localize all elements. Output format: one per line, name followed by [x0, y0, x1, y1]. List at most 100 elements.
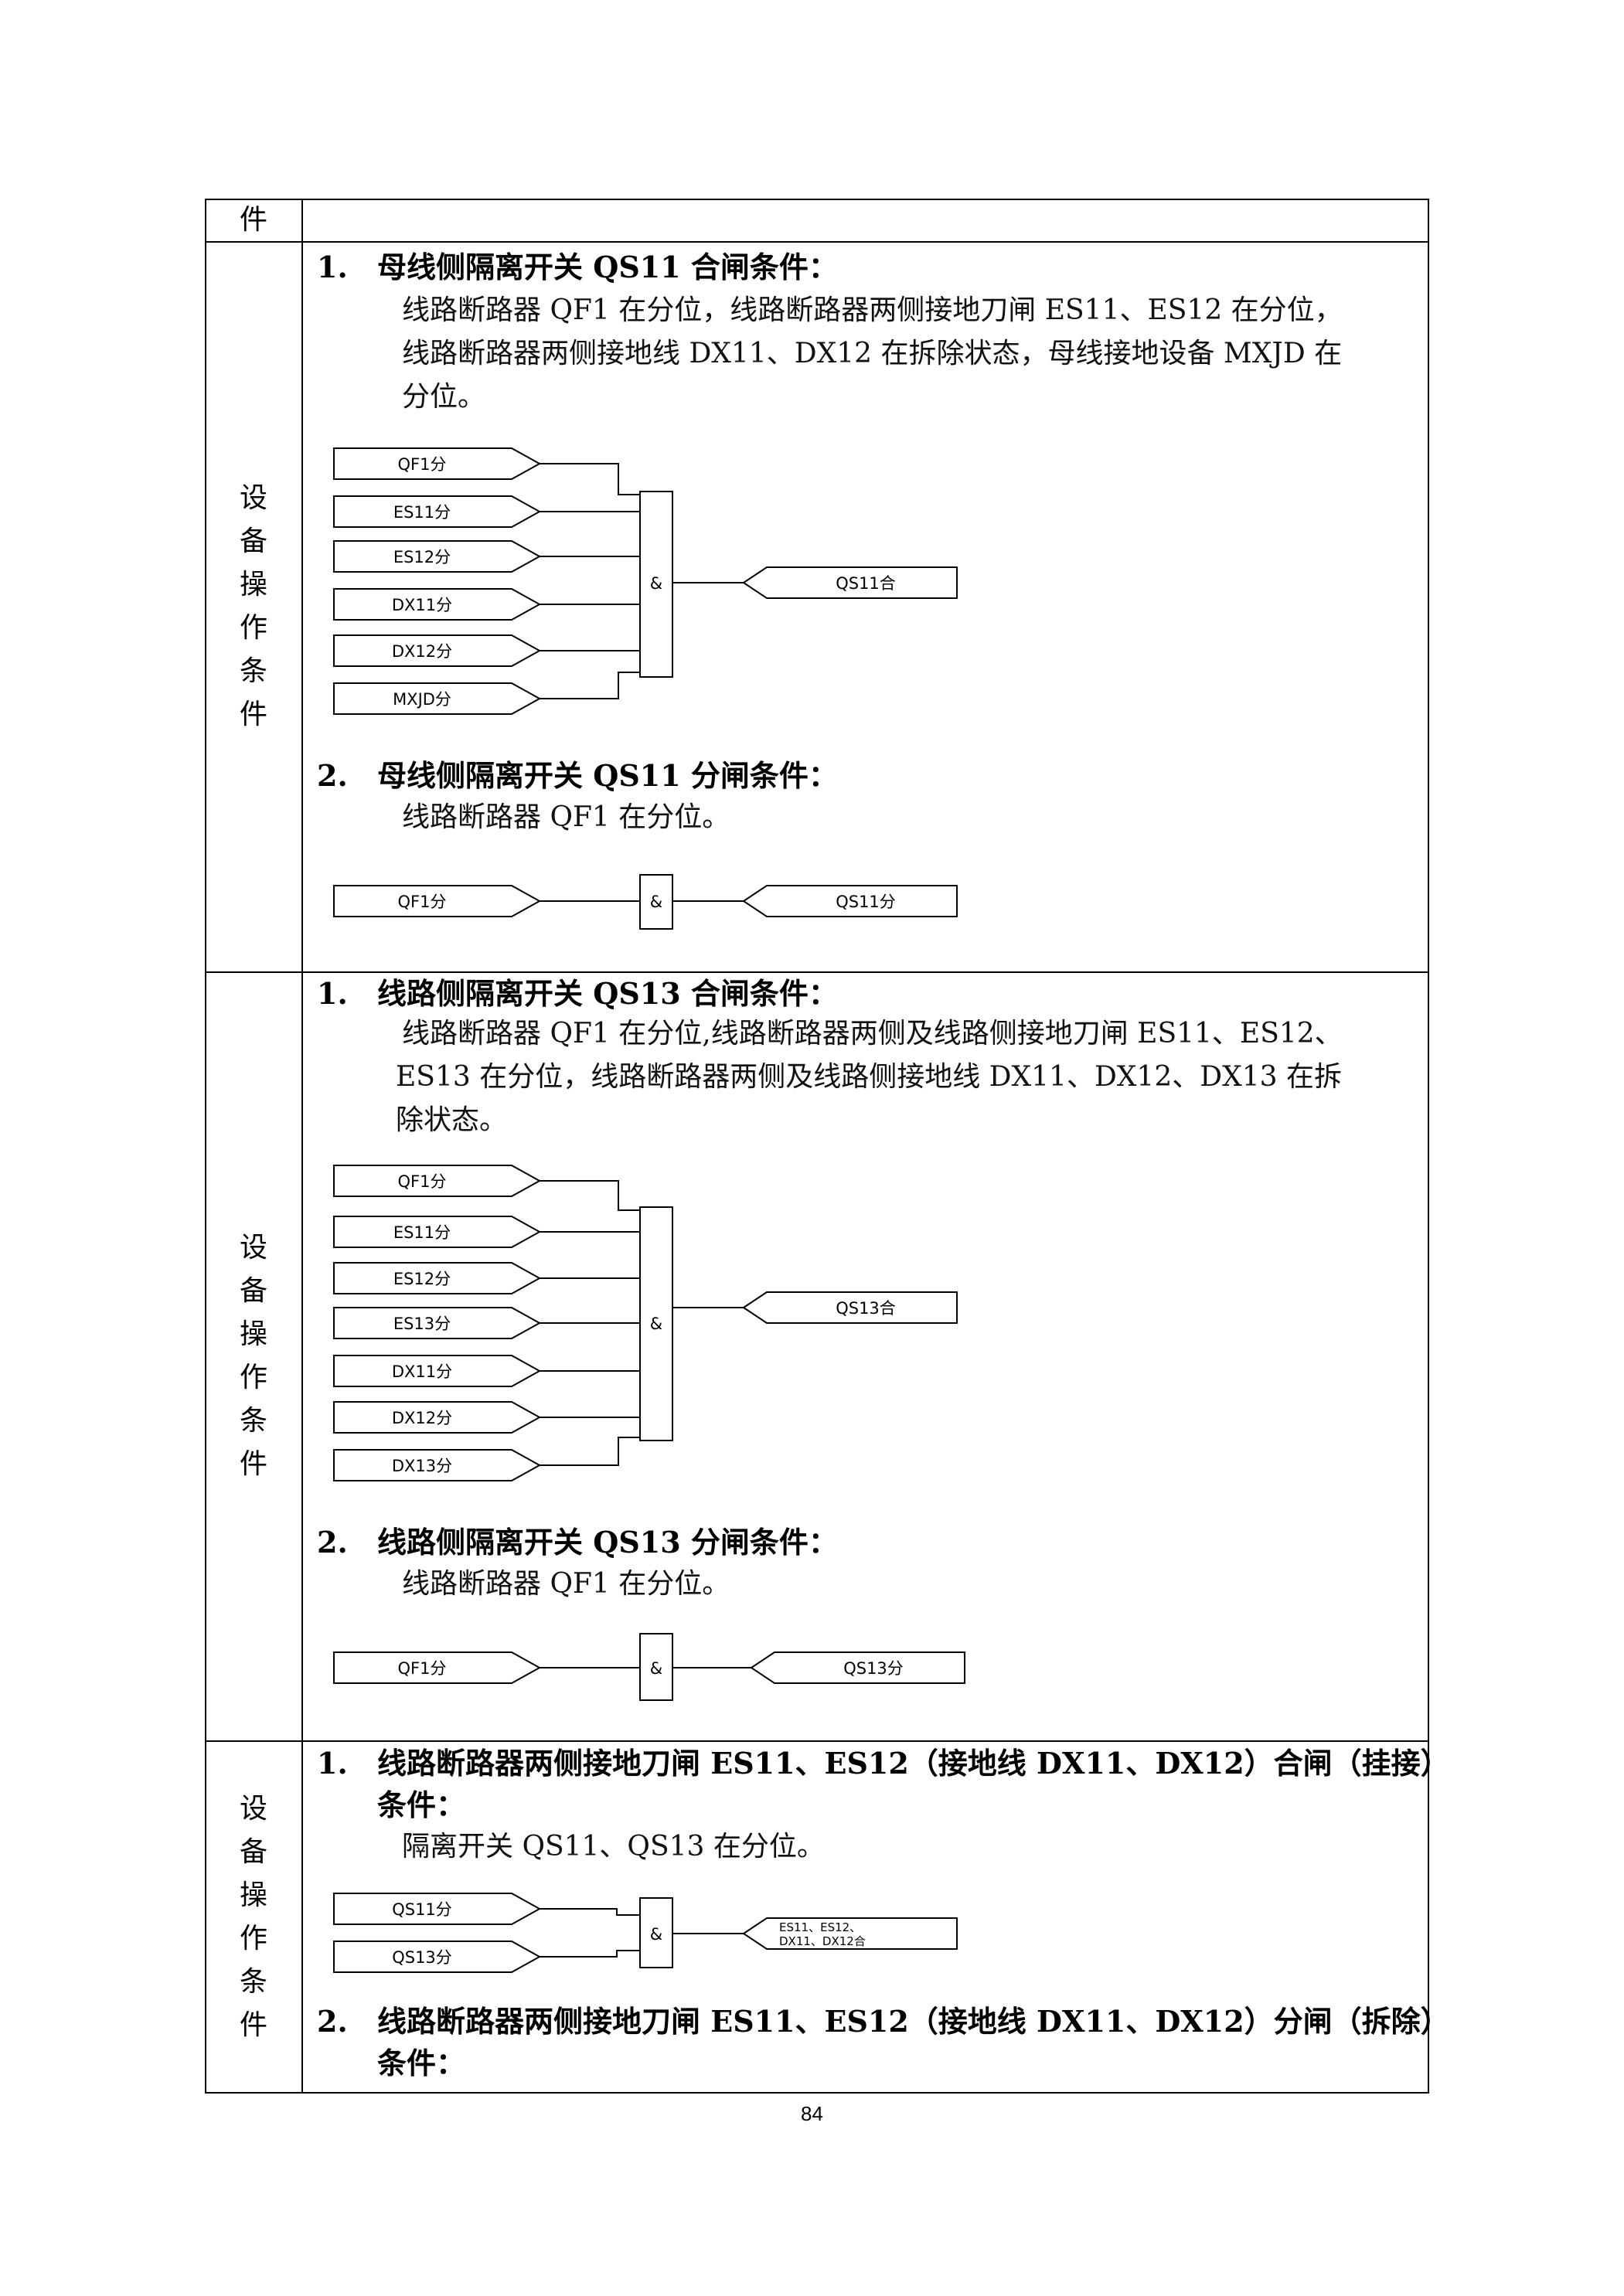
input-signal-box	[333, 1355, 542, 1387]
output-signal-box	[742, 1291, 958, 1324]
row-label-char: 件	[239, 204, 267, 236]
gate-symbol: &	[650, 574, 662, 593]
input-label: QF1分	[398, 893, 447, 911]
input-signal-box	[333, 634, 542, 667]
body-text: 线路断路器 QF1 在分位。	[402, 1568, 730, 1600]
input-label: DX12分	[392, 642, 452, 661]
row-label-top: 件	[205, 199, 302, 242]
row-label-char: 备	[239, 1835, 267, 1868]
input-signal-box	[333, 1449, 542, 1481]
input-signal-box	[333, 540, 542, 573]
input-signal-box	[333, 588, 542, 621]
gate-symbol: &	[650, 893, 662, 911]
input-label: QF1分	[398, 1172, 447, 1191]
body-text: 线路断路器 QF1 在分位，线路断路器两侧接地刀闸 ES11、ES12 在分位，	[402, 294, 1343, 326]
row-label-3: 设 备 操 作 条 件	[205, 1740, 302, 2094]
input-label: QF1分	[398, 1659, 447, 1678]
heading-number: 1.	[317, 250, 348, 284]
input-signal-box	[333, 1893, 542, 1925]
output-label: QS13分	[843, 1659, 904, 1678]
section-heading: 条件：	[377, 1787, 466, 1822]
section-heading: 线路断路器两侧接地刀闸 ES11、ES12（接地线 DX11、DX12）分闸（拆…	[377, 2004, 1450, 2039]
input-signal-box	[333, 1941, 542, 1973]
body-text: 分位。	[402, 381, 486, 413]
table-row-divider	[205, 241, 1429, 243]
row-label-char: 条	[239, 1965, 267, 1998]
input-label: QS13分	[392, 1948, 452, 1967]
section-heading: 条件：	[377, 2046, 466, 2080]
row-label-char: 作	[239, 1361, 267, 1393]
body-text: 线路断路器 QF1 在分位,线路断路器两侧及线路侧接地刀闸 ES11、ES12、	[402, 1018, 1343, 1049]
logic-diagram-qs13-open: QF1分 & QS13分	[333, 1633, 965, 1701]
row-label-char: 操	[239, 568, 267, 600]
body-text: 线路断路器两侧接地线 DX11、DX12 在拆除状态，母线接地设备 MXJD 在	[402, 338, 1343, 369]
output-label: QS13合	[836, 1299, 896, 1318]
heading-number: 1.	[317, 976, 348, 1011]
input-signal-box	[333, 1165, 542, 1197]
input-signal-box	[333, 682, 542, 715]
input-signal-box	[333, 1307, 542, 1339]
table-column-divider	[301, 199, 303, 2094]
table-frame	[205, 199, 1429, 2094]
input-label: QS11分	[392, 1900, 452, 1919]
row-label-char: 备	[239, 525, 267, 557]
row-label-char: 作	[239, 1922, 267, 1954]
section-heading: 线路侧隔离开关 QS13 分闸条件：	[377, 1525, 838, 1560]
input-label: DX13分	[392, 1457, 452, 1475]
table-row-divider	[205, 971, 1429, 973]
input-label: QF1分	[398, 455, 447, 474]
output-signal-box	[750, 1651, 965, 1684]
logic-diagram-qs11-close: QF1分 ES11分 ES12分 DX11分 DX12分 MXJD分 & QS1…	[333, 447, 958, 715]
row-label-char: 条	[239, 655, 267, 687]
and-gate	[639, 491, 673, 678]
input-label: ES11分	[393, 1223, 451, 1242]
body-text: 线路断路器 QF1 在分位。	[402, 801, 730, 833]
output-label: DX11、DX12合	[779, 1934, 866, 1948]
input-signal-box	[333, 447, 542, 480]
row-label-1: 设 备 操 作 条 件	[205, 241, 302, 971]
row-label-2: 设 备 操 作 条 件	[205, 971, 302, 1740]
row-label-char: 件	[239, 1447, 267, 1480]
body-text: 隔离开关 QS11、QS13 在分位。	[402, 1831, 825, 1862]
row-label-char: 设	[239, 1231, 267, 1264]
row-label-char: 件	[239, 698, 267, 730]
input-signal-box	[333, 495, 542, 528]
input-label: ES12分	[393, 548, 451, 566]
table-row-divider	[205, 1740, 1429, 1742]
section-heading: 母线侧隔离开关 QS11 合闸条件：	[377, 250, 838, 284]
output-signal-box	[742, 566, 958, 599]
row-label-char: 件	[239, 2009, 267, 2041]
input-signal-box	[333, 1651, 542, 1684]
gate-symbol: &	[650, 1315, 662, 1333]
logic-diagram-qs13-close: QF1分 ES11分 ES12分 ES13分 DX11分 DX12分 DX13分…	[333, 1165, 958, 1481]
input-label: DX11分	[392, 596, 452, 614]
logic-diagram-qs11-open: QF1分 & QS11分	[333, 874, 958, 930]
output-label: QS11合	[836, 574, 896, 593]
input-label: ES12分	[393, 1270, 451, 1288]
heading-number: 1.	[317, 1746, 348, 1781]
input-label: ES11分	[393, 503, 451, 522]
input-label: ES13分	[393, 1315, 451, 1333]
body-text: ES13 在分位，线路断路器两侧及线路侧接地线 DX11、DX12、DX13 在…	[396, 1061, 1342, 1093]
heading-number: 2.	[317, 2004, 348, 2039]
section-heading: 线路断路器两侧接地刀闸 ES11、ES12（接地线 DX11、DX12）合闸（挂…	[377, 1746, 1450, 1781]
section-heading: 母线侧隔离开关 QS11 分闸条件：	[377, 758, 838, 793]
logic-diagram-es-close: QS11分 QS13分 & ES11、ES12、 DX11、DX12合	[333, 1893, 958, 1973]
row-label-char: 操	[239, 1318, 267, 1350]
row-label-char: 操	[239, 1879, 267, 1911]
row-label-char: 条	[239, 1404, 267, 1437]
row-label-char: 设	[239, 481, 267, 514]
heading-number: 2.	[317, 1525, 348, 1560]
row-label-char: 作	[239, 611, 267, 644]
input-label: MXJD分	[393, 690, 451, 709]
heading-number: 2.	[317, 758, 348, 793]
input-label: DX11分	[392, 1362, 452, 1381]
gate-symbol: &	[650, 1925, 662, 1944]
row-label-char: 设	[239, 1792, 267, 1825]
row-label-char: 备	[239, 1274, 267, 1307]
output-label: ES11、ES12、	[779, 1920, 861, 1934]
input-signal-box	[333, 1401, 542, 1434]
input-signal-box	[333, 1262, 542, 1294]
output-label: QS11分	[836, 893, 896, 911]
